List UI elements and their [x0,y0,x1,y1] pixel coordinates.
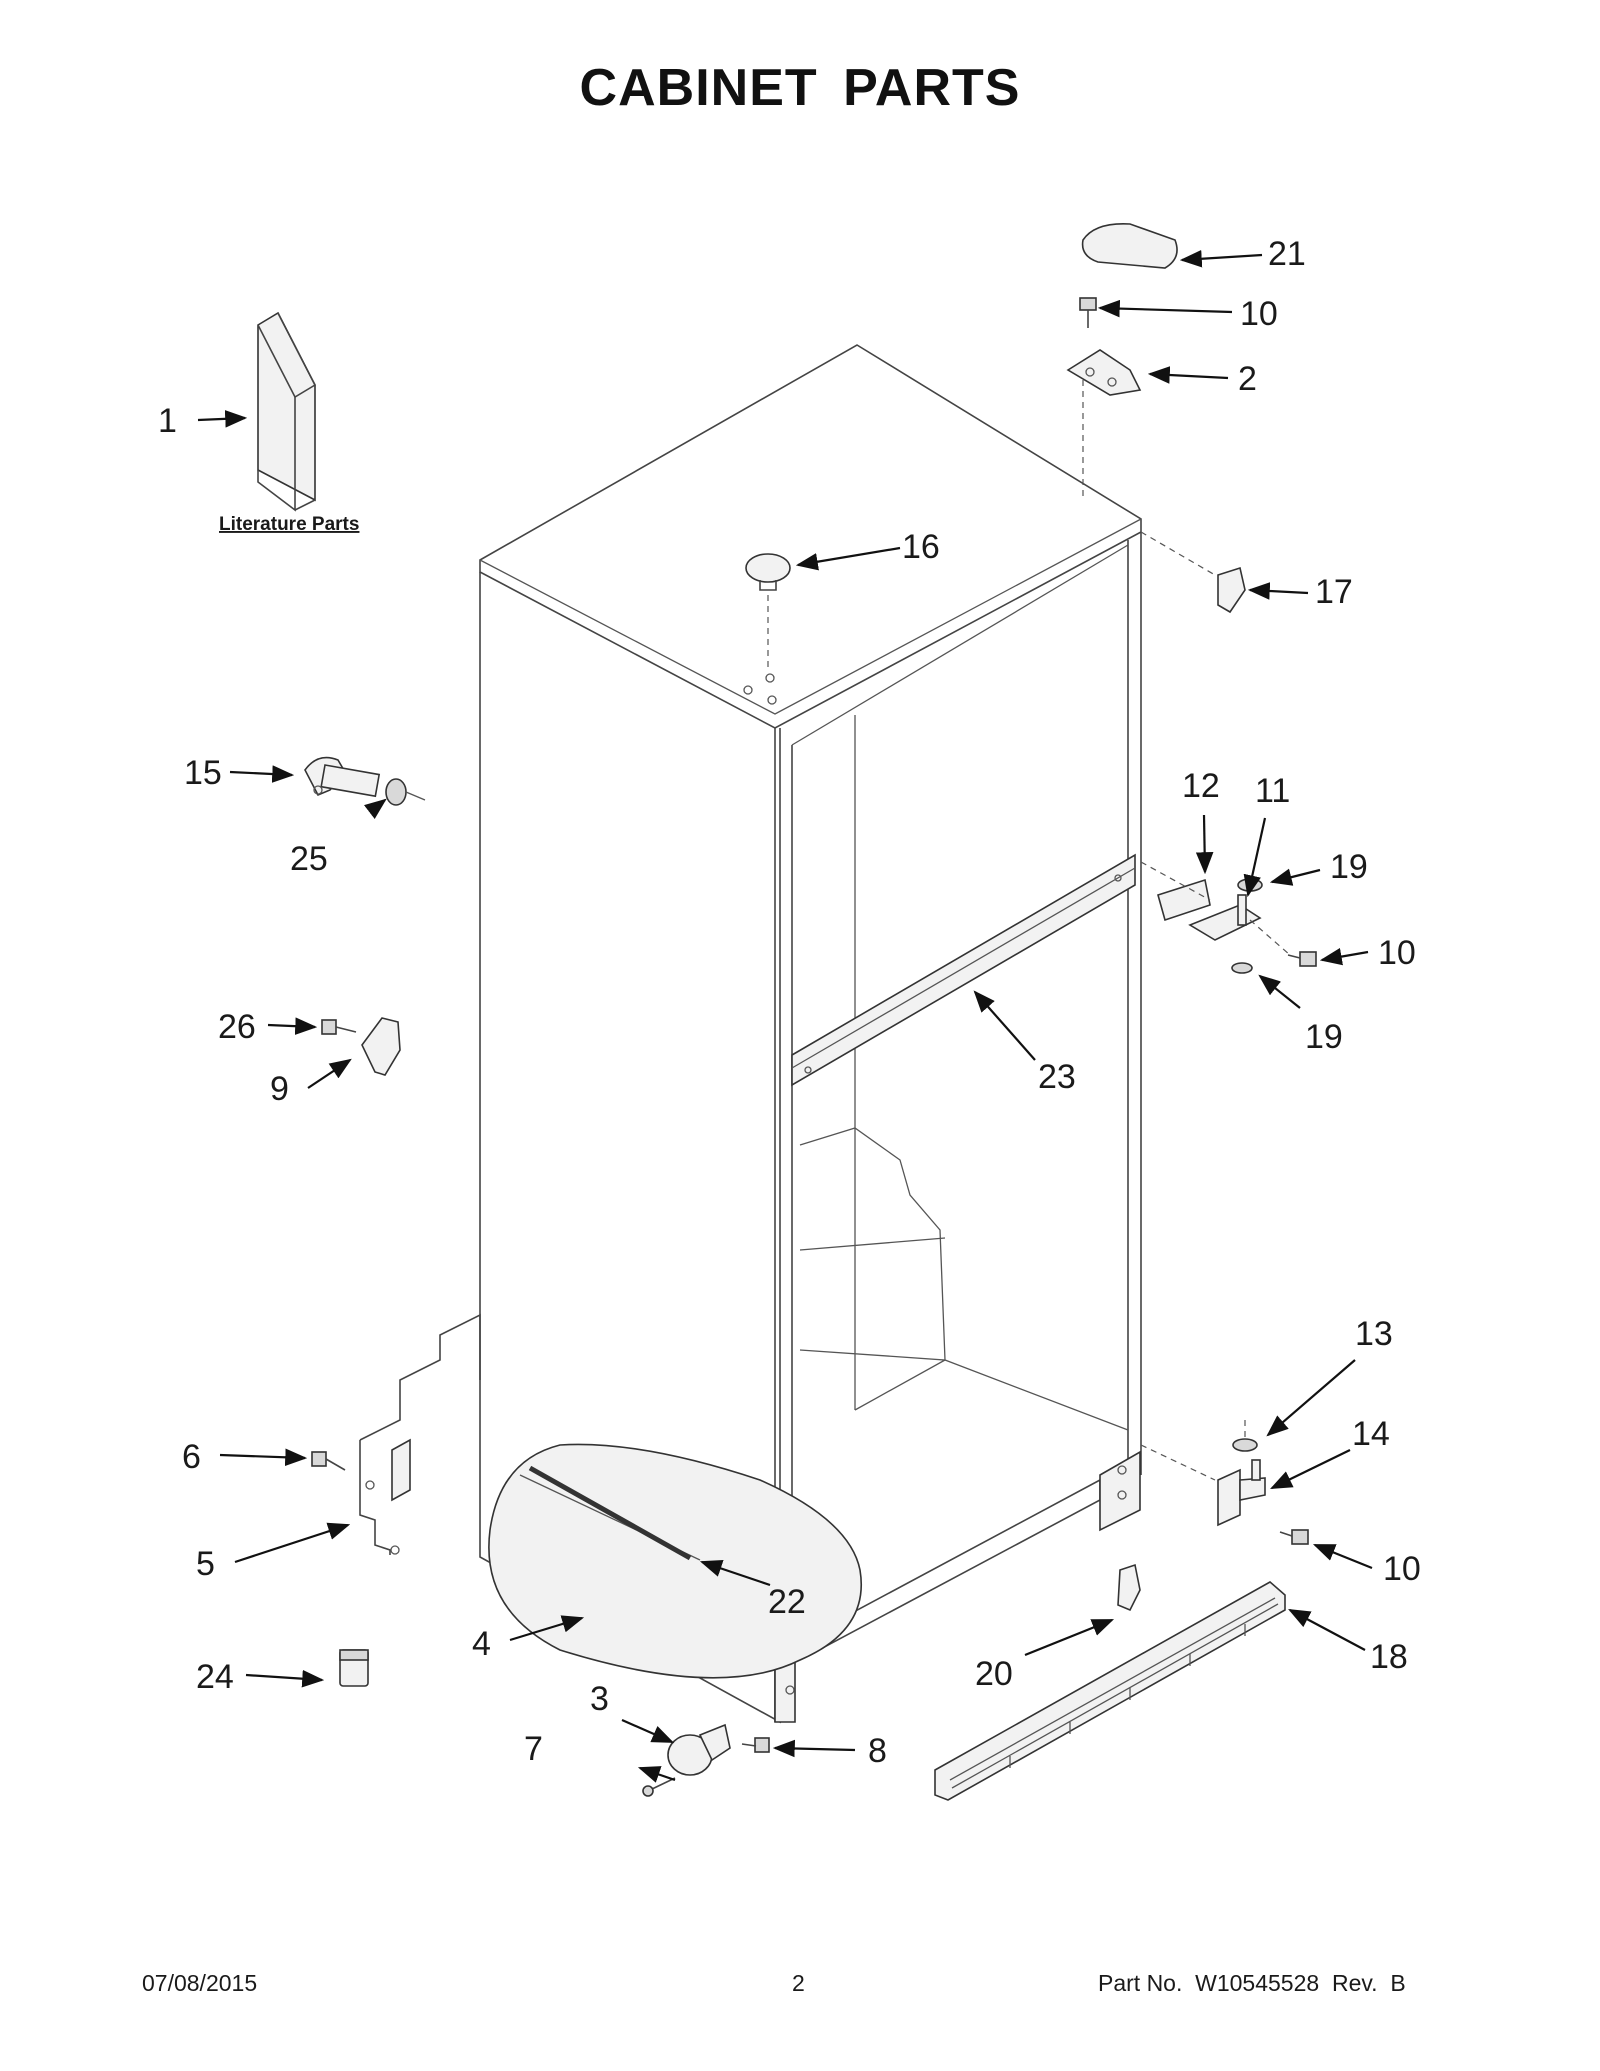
part-3-roller [667,1723,731,1776]
part-10-screw-top [1079,297,1097,328]
part-10-screw-middle [1249,919,1317,967]
callout-21: 21 [1268,235,1306,273]
callout-19-upper: 19 [1330,848,1368,886]
part-18-toe-grille [934,1581,1286,1801]
part-13-washer [1232,1420,1258,1452]
callout-23: 23 [1038,1058,1076,1096]
callout-22: 22 [768,1583,806,1621]
part-16-plug [743,553,791,705]
callout-10-middle: 10 [1378,934,1416,972]
callout-8: 8 [868,1732,887,1770]
callout-7: 7 [524,1730,543,1768]
callout-12: 12 [1182,767,1220,805]
callout-18: 18 [1370,1638,1408,1676]
part-23-divider-bar [791,853,1136,1087]
callout-24: 24 [196,1658,234,1696]
callout-10-top: 10 [1240,295,1278,333]
callout-19-lower: 19 [1305,1018,1343,1056]
part-1-literature [257,311,317,512]
part-12-hinge-bracket [1140,861,1211,922]
literature-parts-label: Literature Parts [219,514,359,535]
part-15-hinge-pin [304,756,381,798]
part-26-screw [321,1019,357,1035]
part-8-screw [741,1737,770,1753]
callout-17: 17 [1315,573,1353,611]
callout-25: 25 [290,840,328,878]
callout-20: 20 [975,1655,1013,1693]
part-4-base-pan [488,1443,862,1679]
callout-4: 4 [472,1625,491,1663]
callout-26: 26 [218,1008,256,1046]
callout-13: 13 [1355,1315,1393,1353]
footer-date: 07/08/2015 [142,1970,258,1996]
callout-15: 15 [184,754,222,792]
part-24-spacer [339,1649,369,1687]
callout-14: 14 [1352,1415,1390,1453]
callout-5: 5 [196,1545,215,1583]
callout-9: 9 [270,1070,289,1108]
callout-1: 1 [158,402,177,440]
part-11-center-hinge [1188,894,1262,941]
part-22-tube [528,1465,692,1561]
part-2-top-hinge [1066,349,1142,500]
callout-6: 6 [182,1438,201,1476]
part-10-screw-bottom [1279,1529,1309,1545]
callout-11: 11 [1255,772,1290,810]
callout-10-bottom: 10 [1383,1550,1421,1588]
page-title: CABINET PARTS [579,59,1021,117]
callout-3: 3 [590,1680,609,1718]
part-20-clip [1117,1563,1141,1612]
part-9-bracket [361,1017,401,1076]
callout-labels: 1 2 3 4 5 6 7 8 9 10 10 10 11 12 13 14 1… [158,235,1421,1770]
callout-16: 16 [902,528,940,566]
part-7-axle [642,1777,676,1797]
callout-2: 2 [1238,360,1257,398]
leader-arrows [197,249,1373,1783]
footer-page-number: 2 [792,1970,805,1996]
part-14-bottom-hinge [1140,1444,1266,1527]
part-17-clip [1140,531,1246,614]
part-21-hinge-cover [1081,223,1178,269]
part-25-bushing [385,778,426,806]
part-6-screw [311,1451,346,1471]
part-19-washer-lower [1231,962,1253,974]
footer-part-number: Part No. W10545528 Rev. B [1098,1970,1406,1996]
part-5-side-bracket [359,1313,481,1555]
